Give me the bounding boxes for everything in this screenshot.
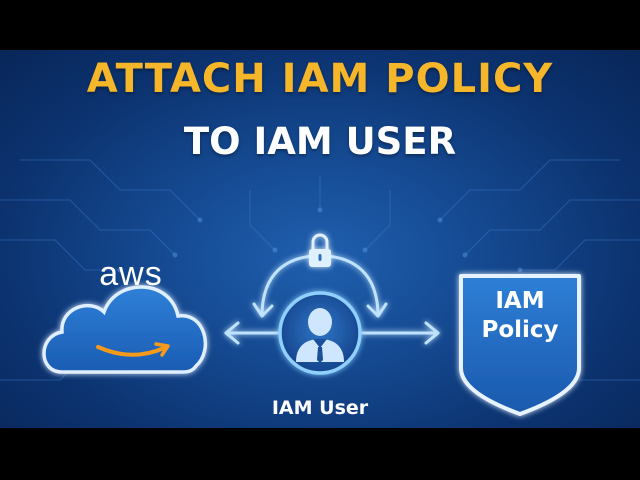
aws-cloud-icon: [42, 285, 207, 374]
letterbox-top: [0, 0, 640, 50]
aws-smile-icon: [96, 342, 170, 357]
arrow-to-policy-icon: [356, 321, 440, 345]
aws-logo-text: aws: [99, 255, 163, 293]
lock-icon: [309, 233, 331, 267]
policy-label: IAM Policy: [470, 287, 570, 345]
title-line-1: ATTACH IAM POLICY: [86, 56, 554, 102]
policy-label-line-2: Policy: [481, 317, 559, 343]
shield-icon: [459, 274, 581, 416]
title-line-2: TO IAM USER: [183, 120, 457, 163]
user-label: IAM User: [271, 397, 369, 419]
policy-label-line-1: IAM: [495, 288, 545, 314]
arrow-to-cloud-icon: [224, 321, 284, 345]
user-avatar-icon: [278, 291, 362, 375]
connection-arc-icon: [252, 254, 388, 318]
letterbox-bottom: [0, 428, 640, 480]
diagram: [42, 233, 581, 416]
